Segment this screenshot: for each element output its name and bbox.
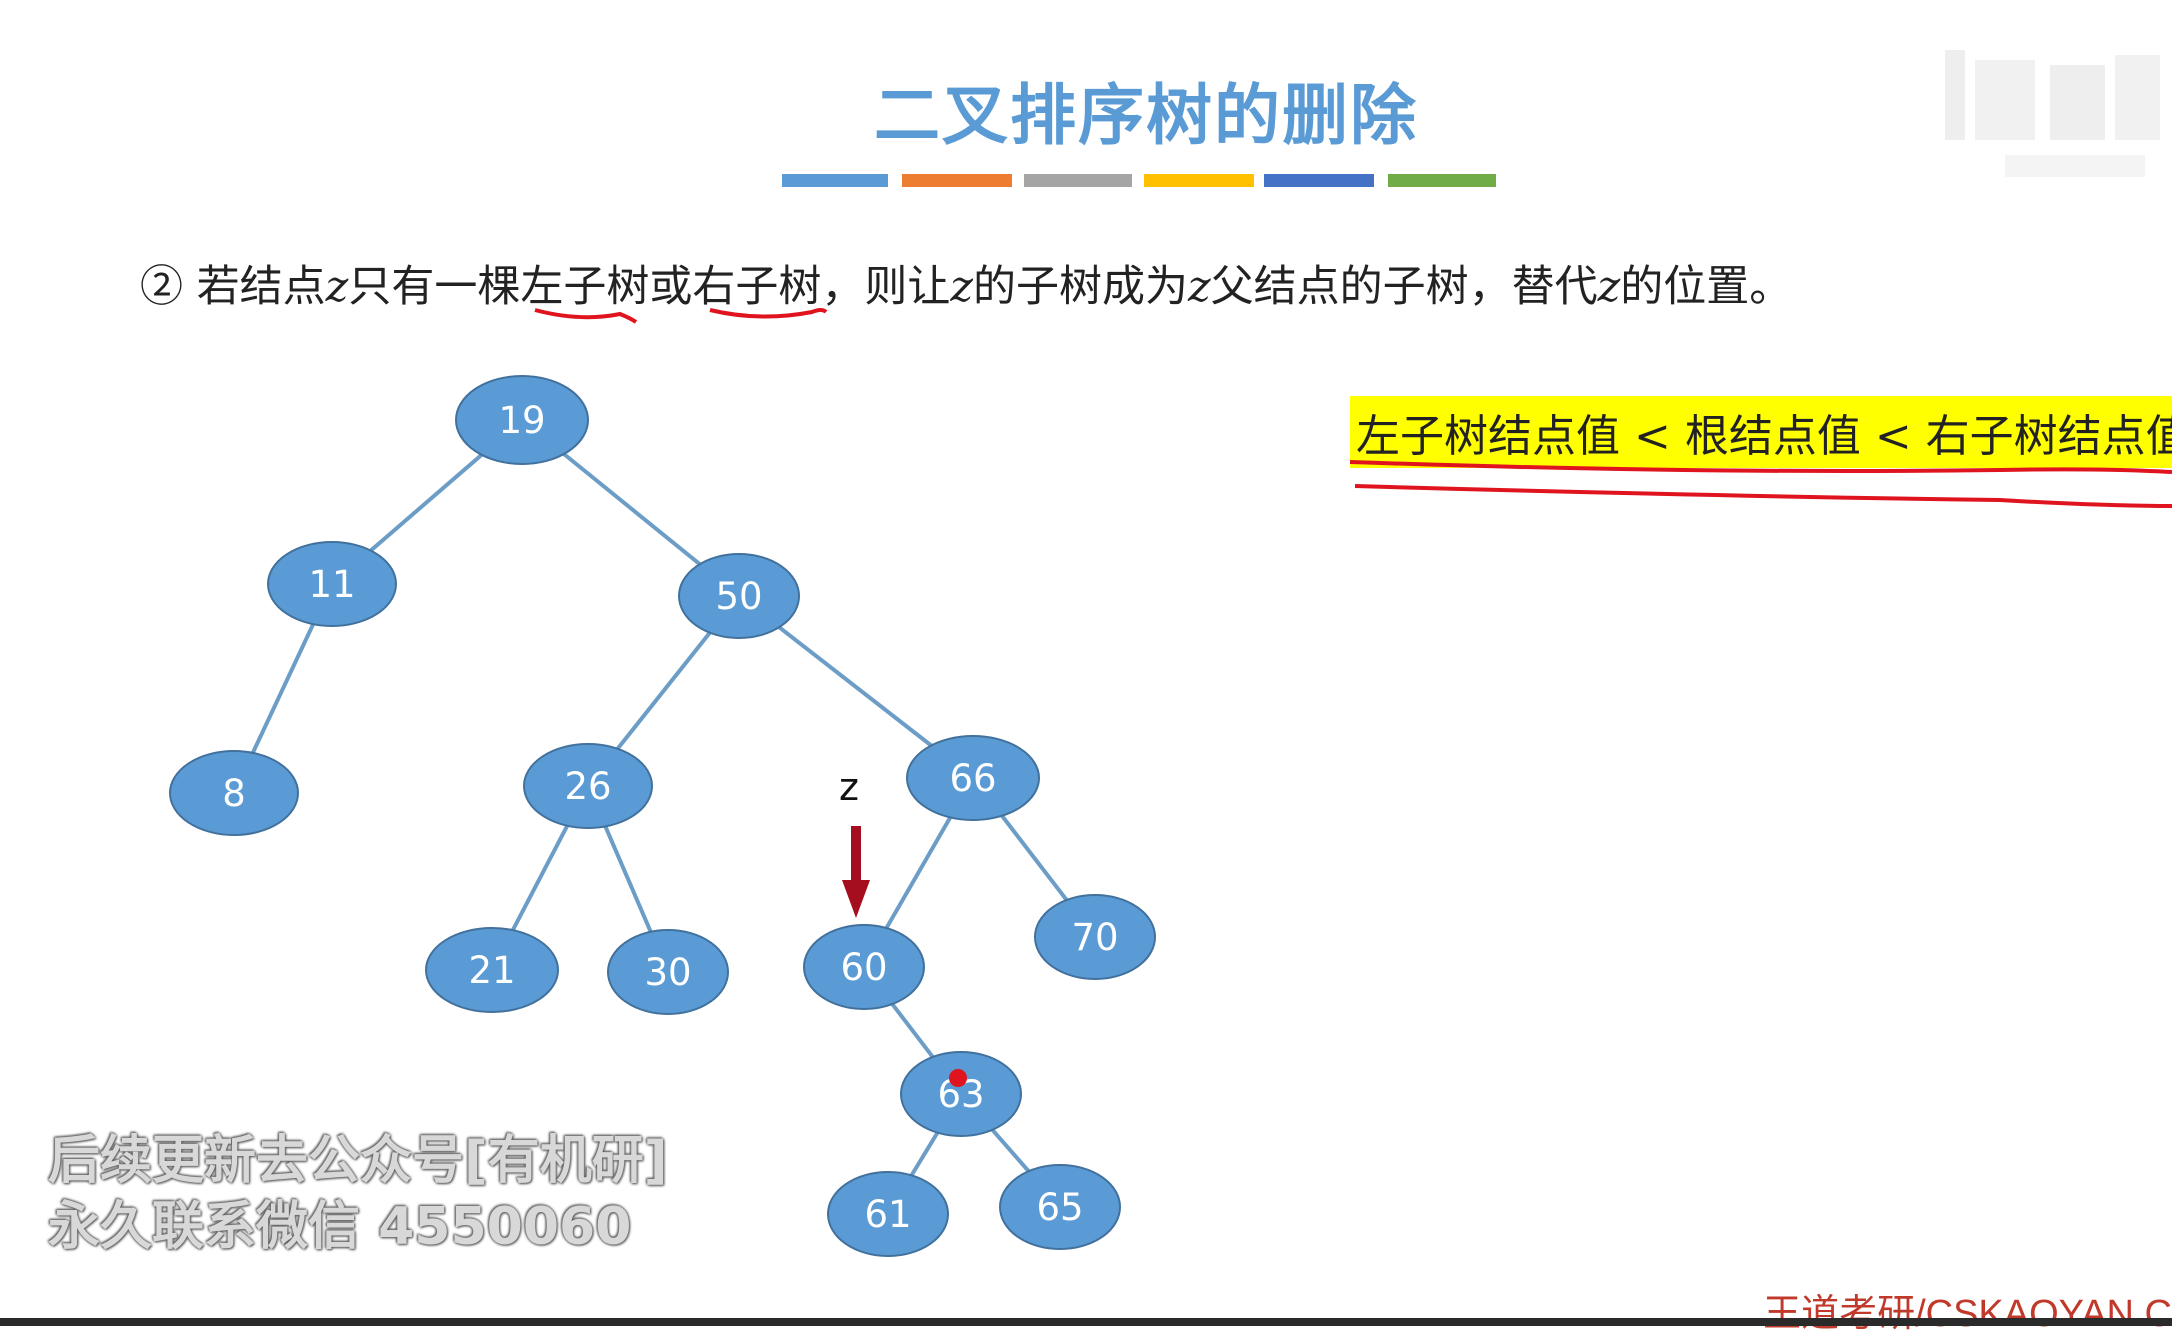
tree-edge: [603, 825, 653, 933]
page-title: 二叉排序树的删除: [874, 77, 1418, 154]
var-z: z: [950, 262, 973, 312]
corner-logo-watermark: [1945, 50, 2160, 177]
rule-text: 或: [649, 262, 693, 312]
tree-node-shape: [425, 927, 559, 1013]
tree-node-label: 50: [715, 575, 762, 618]
title-bar: [1024, 174, 1132, 187]
right-subtree-term: 右子树: [692, 262, 822, 312]
tree-edge: [890, 1002, 935, 1059]
rule-text: 的子树成为: [972, 262, 1188, 312]
z-pointer-arrow: [842, 826, 870, 918]
tree-node-shape: [827, 1171, 949, 1257]
var-z: z: [1187, 262, 1211, 312]
underline-right-subtree: [709, 308, 828, 319]
tree-edge: [884, 816, 952, 930]
tree-node-61: 61: [827, 1171, 949, 1257]
tree-node-label: 61: [864, 1193, 911, 1236]
tree-node-50: 50: [678, 553, 800, 639]
tree-node-shape: [900, 1051, 1022, 1137]
tree-edge: [777, 625, 933, 748]
tree-edge: [511, 824, 570, 932]
tree-node-label: 66: [949, 757, 996, 800]
tree-node-label: 65: [1036, 1186, 1083, 1229]
watermark-line-2: 永久联系微信 4550060: [48, 1197, 632, 1257]
tree-node-19: 19: [455, 375, 589, 465]
title-bar: [1144, 174, 1254, 187]
z-label: z: [839, 765, 859, 809]
tree-node-label: 8: [222, 772, 246, 815]
tree-edge: [251, 623, 315, 754]
tree-edge: [616, 631, 712, 751]
tree-node-30: 30: [607, 929, 729, 1015]
tree-node-shape: [1034, 894, 1156, 980]
underline-left-subtree: [534, 308, 638, 324]
tree-node-11: 11: [267, 541, 397, 627]
tree-node-8: 8: [169, 750, 299, 836]
rule-text: 只有一棵: [348, 262, 521, 312]
laser-pointer-dot: [949, 1069, 967, 1087]
rule-sentence: ② 若结点z只有一棵左子树或右子树，则让z的子树成为z父结点的子树，替代z的位置…: [140, 252, 1792, 314]
tree-node-66: 66: [906, 735, 1040, 821]
bottom-bar: [0, 1318, 2172, 1326]
tree-node-label: 70: [1071, 916, 1118, 959]
tree-edge: [1000, 814, 1069, 902]
tree-node-shape: [607, 929, 729, 1015]
tree-node-63: 63: [900, 1051, 1022, 1137]
rule-text: ，则让: [821, 262, 951, 312]
tree-node-shape: [678, 553, 800, 639]
tree-edge: [990, 1128, 1031, 1173]
tree-node-label: 30: [644, 951, 691, 994]
underline-note-2: [1354, 484, 2172, 508]
tree-node-70: 70: [1034, 894, 1156, 980]
var-z: z: [325, 262, 349, 312]
promo-watermark: 后续更新去公众号[有机研] 永久联系微信 4550060: [48, 1128, 668, 1260]
tree-node-21: 21: [425, 927, 559, 1013]
tree-node-label: 21: [468, 949, 515, 992]
rule-prefix: ② 若结点: [140, 262, 326, 312]
tree-edge: [562, 452, 702, 566]
tree-node-shape: [523, 743, 653, 829]
tree-node-label: 11: [308, 563, 355, 606]
tree-node-65: 65: [999, 1164, 1121, 1250]
bst-property-note: 左子树结点值 < 根结点值 < 右子树结点值: [1350, 396, 2172, 468]
tree-node-shape: [455, 375, 589, 465]
tree-edge: [909, 1131, 940, 1177]
tree-node-shape: [906, 735, 1040, 821]
title-bar: [902, 174, 1012, 187]
rule-text: 的位置。: [1620, 262, 1793, 312]
tree-node-shape: [803, 924, 925, 1010]
tree-node-label: 60: [840, 946, 887, 989]
title-bar: [1388, 174, 1496, 187]
tree-node-26: 26: [523, 743, 653, 829]
watermark-line-1: 后续更新去公众号[有机研]: [48, 1131, 668, 1191]
var-z: z: [1597, 262, 1621, 312]
tree-node-60: 60: [803, 924, 925, 1010]
tree-edge: [369, 453, 483, 553]
tree-node-shape: [267, 541, 397, 627]
rule-text: 父结点的子树，替代: [1210, 262, 1598, 312]
tree-node-shape: [999, 1164, 1121, 1250]
tree-node-label: 26: [564, 765, 611, 808]
brand-text: 王道考研/CSKAOYAN.C: [1763, 1293, 2172, 1335]
title-bar: [782, 174, 888, 187]
left-subtree-term: 左子树: [520, 262, 650, 312]
tree-node-label: 19: [498, 399, 545, 442]
title-bar: [1264, 174, 1374, 187]
tree-node-shape: [169, 750, 299, 836]
tree-nodes: 19 11 50 8 26 66 21 30 60 70 63 61 65: [169, 375, 1156, 1257]
tree-edges: [251, 452, 1069, 1177]
underline-note-1: [1349, 460, 2172, 474]
